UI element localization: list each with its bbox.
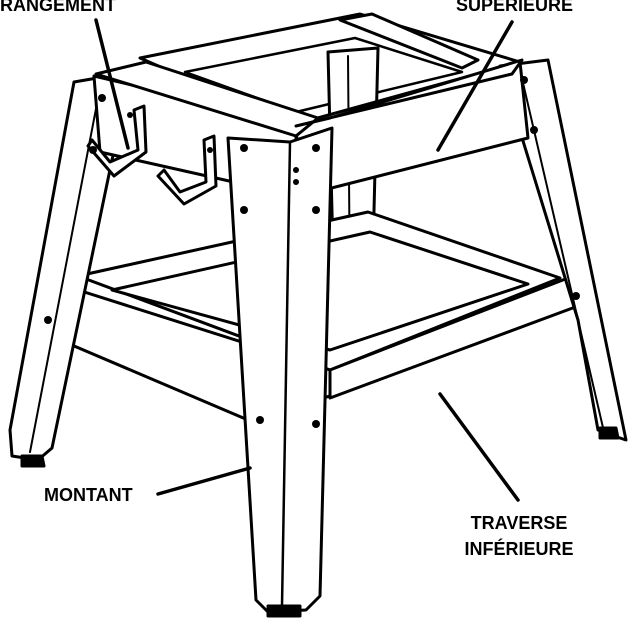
bolt-hole [312,206,320,214]
bolt-hole [240,144,248,152]
front-leg-fold [280,140,292,608]
leader-lines [94,18,520,502]
right-leg-foot [598,426,620,440]
bolt-hole [293,167,299,173]
label-upper-rail: SUPÉRIEURE [456,0,574,15]
bolt-hole [44,316,52,324]
label-storage: RANGEMENT [0,0,116,15]
label-lower-rail-line2: INFÉRIEURE [464,539,574,559]
front-leg-foot [266,604,302,618]
label-leg: MONTANT [44,485,133,505]
label-lower-rail: TRAVERSE INFÉRIEURE [454,510,584,562]
bolt-hole [256,416,264,424]
bolt-holes [44,76,580,428]
leader-storage [94,18,130,150]
bolt-hole [89,146,97,154]
bolt-hole [312,420,320,428]
bolt-hole [240,206,248,214]
bolt-hole [127,112,133,118]
bolt-hole [98,94,106,102]
top-frame-back-flange [338,12,480,70]
bolt-hole [572,292,580,300]
left-leg-foot [20,454,46,468]
leader-leg [156,466,252,496]
storage-hook-1 [86,104,148,178]
bolt-hole [293,179,299,185]
bolt-hole [530,126,538,134]
leader-lower-rail [438,392,520,502]
bolt-hole [520,76,528,84]
leader-upper-rail [436,20,514,152]
label-lower-rail-line1: TRAVERSE [470,513,568,533]
bolt-hole [312,144,320,152]
top-frame-right-flange [294,58,524,128]
bolt-hole [207,147,213,153]
front-leg [226,126,334,614]
top-frame-left-flange [94,60,320,138]
storage-hook-2 [156,134,218,206]
